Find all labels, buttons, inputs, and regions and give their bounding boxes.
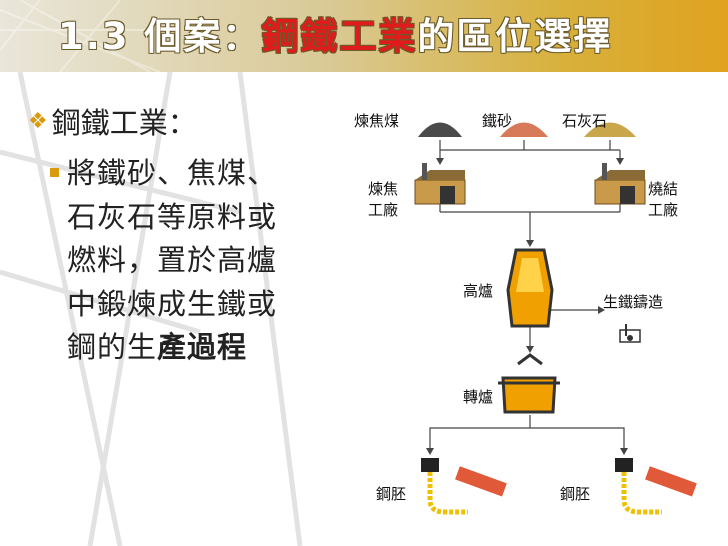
label-iron-ore: 鐵砂	[482, 112, 513, 130]
label-coking-coal: 煉焦煤	[354, 112, 400, 130]
label-sinter-plant-1: 燒結	[648, 180, 679, 198]
converter-icon	[498, 353, 560, 414]
title-suffix: 的區位選擇	[417, 15, 613, 58]
bullet-list: ❖ 鋼鐵工業： 將鐵砂、焦煤、石灰石等原料或燃料，置於高爐中鍛煉成生鐵或鋼的生產…	[28, 100, 318, 370]
label-coke-plant-2: 工廠	[368, 201, 399, 219]
pig-iron-casting-icon	[619, 324, 641, 343]
label-sinter-plant-2: 工廠	[648, 201, 679, 219]
label-limestone: 石灰石	[562, 112, 608, 130]
label-billet-left: 鋼胚	[376, 485, 407, 503]
label-pig-iron: 生鐵鑄造	[603, 293, 664, 311]
billet-caster-left-icon	[421, 458, 507, 515]
label-converter: 轉爐	[463, 388, 494, 406]
sub-bullet: 將鐵砂、焦煤、石灰石等原料或燃料，置於高爐中鍛煉成生鐵或鋼的生產過程	[50, 152, 318, 370]
billet-caster-right-icon	[615, 458, 697, 515]
bullet-heading: ❖ 鋼鐵工業：	[28, 100, 318, 142]
title-bar: 1.3 個案：鋼鐵工業的區位選擇	[0, 0, 728, 72]
heading-text: 鋼鐵工業：	[51, 106, 197, 140]
body-text: 將鐵砂、焦煤、石灰石等原料或燃料，置於高爐中鍛煉成生鐵或鋼的生產過程	[67, 152, 287, 370]
blast-furnace-icon	[506, 248, 554, 328]
label-blast-furnace: 高爐	[463, 282, 494, 300]
label-coke-plant-1: 煉焦	[368, 180, 399, 198]
label-billet-right: 鋼胚	[560, 485, 591, 503]
body-text-bold: 產過程	[157, 330, 248, 364]
square-bullet-icon	[50, 168, 59, 177]
title-prefix: 1.3 個案：	[58, 15, 262, 58]
crane-watermark	[0, 72, 303, 546]
coke-plant-icon	[414, 163, 466, 205]
tower-background	[0, 0, 180, 72]
body-text-main: 將鐵砂、焦煤、石灰石等原料或燃料，置於高爐中鍛煉成生鐵或鋼的生	[67, 156, 278, 364]
coal-pile-icon	[418, 122, 462, 137]
diamond-bullet-icon: ❖	[28, 108, 48, 134]
slide-title: 1.3 個案：鋼鐵工業的區位選擇	[58, 6, 612, 60]
iron-ore-pile-icon	[500, 122, 548, 137]
sinter-plant-icon	[594, 163, 646, 205]
title-highlight: 鋼鐵工業	[261, 15, 418, 58]
limestone-pile-icon	[584, 122, 636, 137]
